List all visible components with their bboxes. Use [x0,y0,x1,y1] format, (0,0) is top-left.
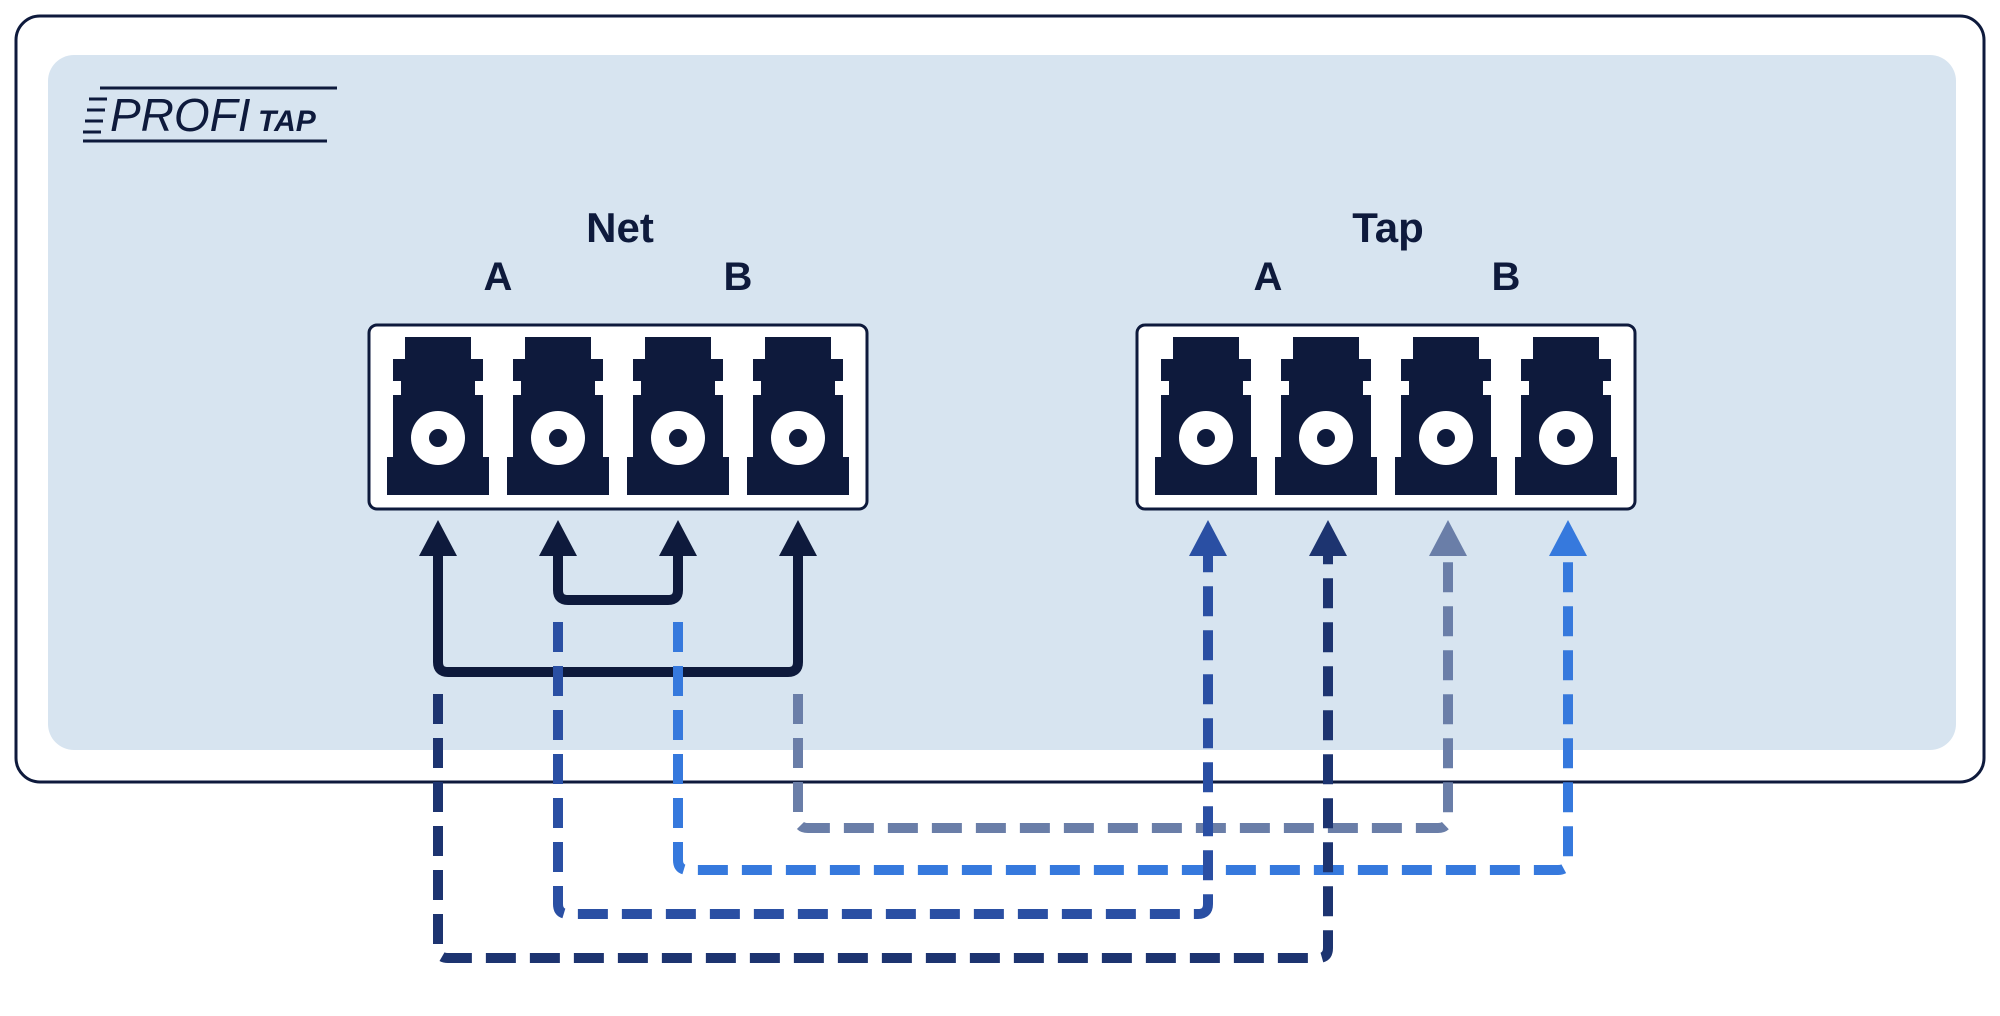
tap-arrow-2 [1309,520,1347,556]
net-port-4[interactable] [747,337,849,495]
tap-label-b: B [1492,255,1521,299]
net-port-1[interactable] [387,337,489,495]
front-panel [48,55,1956,750]
tap-arrow-3 [1429,520,1467,556]
tap-port-2[interactable] [1275,337,1377,495]
tap-label-a: A [1254,255,1283,299]
net-port-3[interactable] [627,337,729,495]
net-passthrough-links [433,554,803,677]
net-label-b: B [724,255,753,299]
tap-port-4[interactable] [1515,337,1617,495]
tap-arrow-1 [1189,520,1227,556]
tap-copy-line-4 [793,556,1453,833]
net-arrow-4 [779,520,817,556]
tap-arrow-4 [1549,520,1587,556]
net-port-block [367,323,869,511]
net-arrow-3 [659,520,697,556]
tap-copy-line-2 [553,556,1213,919]
tap-copy-line-3 [673,556,1573,875]
tap-copy-lines [433,556,1573,963]
tap-port-3[interactable] [1395,337,1497,495]
net-arrowheads [419,520,817,556]
inner-passthrough-link [553,554,683,605]
outer-passthrough-link [433,554,803,677]
tap-arrowheads [1189,520,1587,556]
tap-title: Tap [1352,204,1424,251]
net-arrow-2 [539,520,577,556]
net-arrow-1 [419,520,457,556]
net-title: Net [586,204,654,251]
profitap-logo: PROFI TAP [83,86,337,143]
net-label-a: A [484,255,513,299]
logo-word-tap: TAP [258,105,317,138]
tap-port-block [1135,323,1637,511]
tap-port-1[interactable] [1155,337,1257,495]
net-port-2[interactable] [507,337,609,495]
tap-copy-line-1 [433,556,1333,963]
logo-word-profi: PROFI [110,89,251,141]
